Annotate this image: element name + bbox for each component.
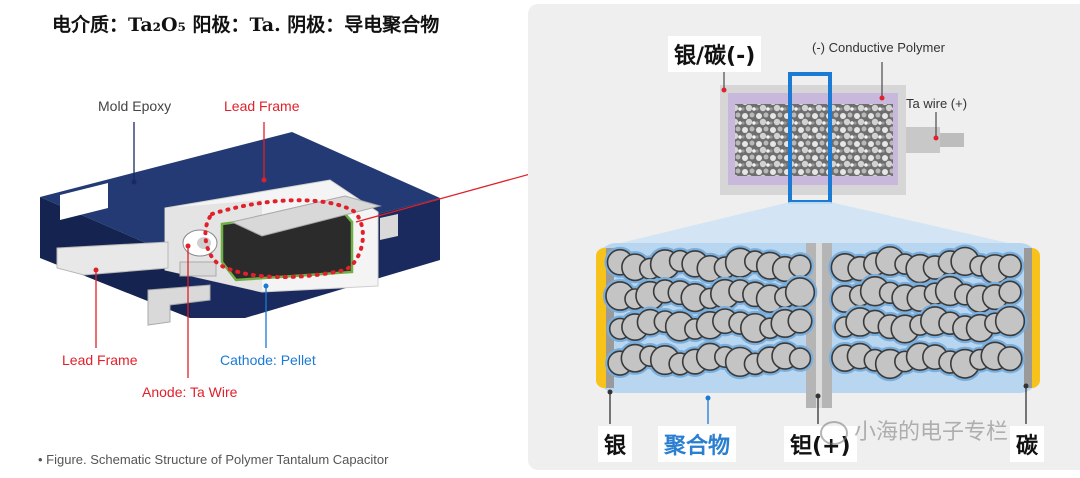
page-title: 电介质：Ta₂O₅ 阳极：Ta. 阴极：导电聚合物 — [52, 14, 440, 36]
label-carbon: 碳 — [1010, 426, 1045, 462]
watermark: 小海的电子专栏 — [820, 414, 1008, 446]
tantalum-particle — [998, 253, 1022, 278]
label-ta-wire: Ta wire (+) — [906, 96, 968, 111]
label-cathode: Cathode: Pellet — [220, 352, 316, 368]
tantalum-particle — [788, 347, 812, 370]
tantalum-particle — [787, 308, 813, 334]
label-silver-carbon: 银/碳(-) — [668, 36, 762, 72]
left-callouts — [93, 122, 269, 378]
figure-caption: • Figure. Schematic Structure of Polymer… — [38, 452, 389, 467]
label-lead-frame-bottom: Lead Frame — [62, 352, 138, 368]
label-lead-frame-top: Lead Frame — [224, 98, 300, 114]
capacitor-package — [40, 132, 440, 326]
tantalum-particle — [788, 254, 812, 278]
tantalum-particle — [997, 346, 1023, 372]
label-tantalum: 钽(+) — [784, 426, 857, 462]
polymer-coated-particles — [602, 243, 1028, 382]
tantalum-particle — [998, 280, 1022, 304]
label-anode: Anode: Ta Wire — [142, 384, 238, 400]
wechat-icon — [820, 421, 848, 445]
label-silver: 银 — [598, 426, 633, 462]
label-polymer: 聚合物 — [658, 426, 737, 462]
tantalum-pellet — [735, 104, 893, 176]
label-mold-epoxy: Mold Epoxy — [98, 98, 172, 114]
tantalum-particle — [994, 305, 1026, 337]
label-conductive-polymer: (-) Conductive Polymer — [812, 40, 945, 55]
watermark-text: 小海的电子专栏 — [854, 420, 1009, 445]
tantalum-particle — [784, 277, 816, 308]
